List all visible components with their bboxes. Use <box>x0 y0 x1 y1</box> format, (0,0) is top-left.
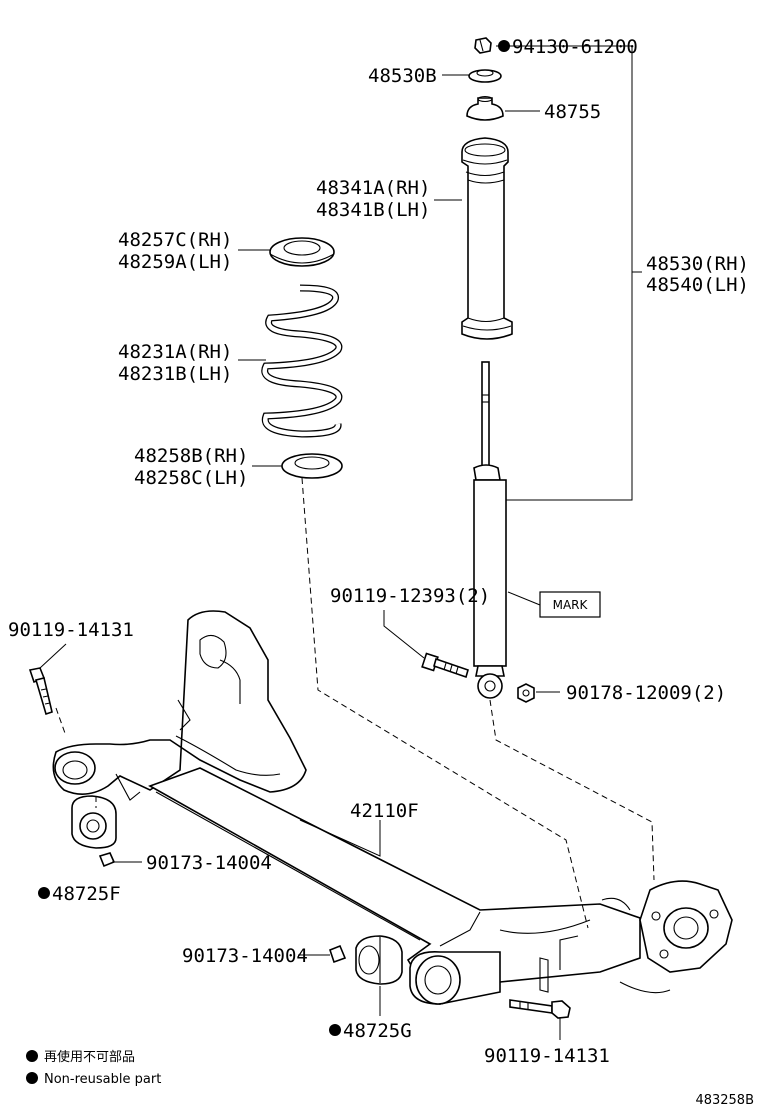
label-bolt-beam-right[interactable]: 90119-14131 <box>484 1045 610 1067</box>
label-seat-upper-lh[interactable]: 48259A(LH) <box>118 251 232 273</box>
non-reusable-marker-icon <box>329 1024 341 1036</box>
label-bush-left[interactable]: 48725F <box>52 883 121 905</box>
mark-label: MARK <box>553 598 589 612</box>
non-reusable-marker-icon <box>38 887 50 899</box>
label-boot-rh[interactable]: 48341A(RH) <box>316 177 430 199</box>
label-spring-rh[interactable]: 48231A(RH) <box>118 341 232 363</box>
boot-part[interactable] <box>461 137 513 340</box>
label-seat-lower-rh[interactable]: 48258B(RH) <box>134 445 248 467</box>
nut-part[interactable] <box>474 37 492 54</box>
non-reusable-marker-icon <box>498 40 510 52</box>
label-absorber-rh[interactable]: 48530(RH) <box>646 253 749 275</box>
left-beam-bolt-part[interactable] <box>28 667 53 716</box>
absorber-nut-part[interactable] <box>517 683 535 703</box>
label-washer-right[interactable]: 90173-14004 <box>182 945 308 967</box>
torsion-beam-part[interactable] <box>52 610 733 1005</box>
label-insulator-upper[interactable]: 48530B <box>368 65 437 87</box>
coil-spring-part[interactable] <box>261 284 343 438</box>
left-washer-part[interactable] <box>98 852 116 868</box>
right-bushing-part[interactable] <box>355 935 403 985</box>
absorber-body-part[interactable] <box>473 464 507 699</box>
bumper-upper-part[interactable] <box>466 95 504 121</box>
label-bolt-absorber[interactable]: 90119-12393(2) <box>330 585 490 607</box>
right-washer-part[interactable] <box>329 944 347 964</box>
label-seat-lower-lh[interactable]: 48258C(LH) <box>134 467 248 489</box>
label-nut-absorber[interactable]: 90178-12009(2) <box>566 682 726 704</box>
spring-seat-lower-part[interactable] <box>281 453 343 479</box>
spring-seat-upper-part[interactable] <box>269 237 335 267</box>
label-boot-lh[interactable]: 48341B(LH) <box>316 199 430 221</box>
legend-marker-icon <box>26 1072 38 1084</box>
label-seat-upper-rh[interactable]: 48257C(RH) <box>118 229 232 251</box>
label-bumper-upper[interactable]: 48755 <box>544 101 601 123</box>
label-bolt-beam-left[interactable]: 90119-14131 <box>8 619 134 641</box>
insulator-upper-part[interactable] <box>468 69 502 83</box>
label-spring-lh[interactable]: 48231B(LH) <box>118 363 232 385</box>
absorber-bolt-part[interactable] <box>421 652 469 679</box>
right-beam-bolt-part[interactable] <box>509 999 571 1019</box>
label-bush-right[interactable]: 48725G <box>343 1020 412 1042</box>
left-bushing-part[interactable] <box>71 795 117 849</box>
diagram-code: 483258B <box>695 1093 754 1108</box>
label-washer-left[interactable]: 90173-14004 <box>146 852 272 874</box>
legend-jp: 再使用不可部品 <box>44 1049 135 1065</box>
piston-rod <box>481 361 490 467</box>
legend-marker-icon <box>26 1050 38 1062</box>
legend-en: Non-reusable part <box>44 1072 161 1087</box>
label-nut-top[interactable]: 94130-61200 <box>512 36 638 58</box>
mark-box: MARK <box>539 591 601 618</box>
label-beam[interactable]: 42110F <box>350 800 419 822</box>
label-absorber-lh[interactable]: 48540(LH) <box>646 274 749 296</box>
legend: 再使用不可部品 Non-reusable part <box>26 1049 161 1087</box>
